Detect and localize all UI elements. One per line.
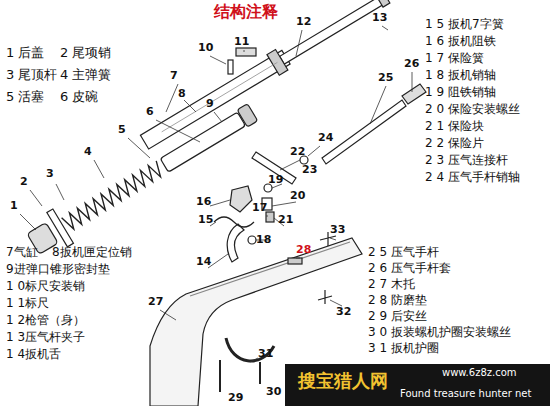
callout-number: 14 xyxy=(196,256,211,269)
part-legend: 5 活塞 xyxy=(6,90,44,105)
watermark: Found treasure hunter net xyxy=(400,388,531,400)
part-legend: 2 0 保险安装螺丝 xyxy=(425,103,520,117)
part-legend: 1 6 扳机阻铁 xyxy=(425,35,496,49)
muzzle xyxy=(376,0,390,7)
barrel xyxy=(280,0,386,64)
callout-number: 21 xyxy=(278,214,293,227)
callout-number: 12 xyxy=(296,16,311,29)
part-legend: 9进弹口锥形密封垫 xyxy=(6,263,110,277)
part-legend: 1 后盖 xyxy=(6,46,44,61)
callout-number: 5 xyxy=(118,124,126,137)
part-legend: 1 0标尺安装销 xyxy=(6,280,85,294)
part-legend: 6 皮碗 xyxy=(60,90,98,105)
trigger-pin xyxy=(248,236,256,244)
part-legend: 2 8 防磨垫 xyxy=(368,294,427,308)
air-cylinder xyxy=(140,50,290,149)
part-legend: 3 0 扳装螺机护圈安装螺丝 xyxy=(368,326,511,340)
guard-screw xyxy=(259,362,261,384)
part-legend: 1 8 扳机销轴 xyxy=(425,69,496,83)
part-legend: 2 4 压气手杆销轴 xyxy=(425,171,520,185)
watermark: www.6z8z.com xyxy=(442,367,517,379)
sear xyxy=(230,186,252,212)
callout-number: 6 xyxy=(146,106,154,119)
trigger-spring xyxy=(214,217,254,227)
callout-number: 3 xyxy=(46,168,54,181)
callout-number: 16 xyxy=(196,196,211,209)
part-legend: 7气缸 xyxy=(6,246,38,260)
part-legend: 1 3压气杆夹子 xyxy=(6,331,85,345)
callout-number: 11 xyxy=(234,36,249,49)
part-legend: 4 主弹簧 xyxy=(60,68,111,83)
sight-pin xyxy=(228,60,233,74)
part-legend: 1 4扳机舌 xyxy=(6,348,61,362)
rear-sight xyxy=(236,48,256,56)
callout-number: 27 xyxy=(148,296,163,309)
callout-number: 1 xyxy=(10,200,18,213)
callout-number: 7 xyxy=(170,70,178,83)
rear-screw xyxy=(219,360,221,392)
callout-number: 31 xyxy=(258,348,273,361)
callout-number: 25 xyxy=(378,72,393,85)
callout-number: 24 xyxy=(318,132,333,145)
main-spring xyxy=(62,161,165,232)
callout-number: 8 xyxy=(178,88,186,101)
callout-number: 33 xyxy=(330,224,345,237)
part-legend: 2 尾项销 xyxy=(60,46,111,61)
callout-number: 20 xyxy=(290,190,305,203)
callout-number: 29 xyxy=(228,392,243,405)
part-legend: 2 2 保险片 xyxy=(425,137,484,151)
diagram-title: 结构注释 xyxy=(214,3,278,21)
callout-number: 9 xyxy=(206,98,214,111)
trigger xyxy=(227,224,244,262)
part-legend: 2 3 压气连接杆 xyxy=(425,154,508,168)
screw xyxy=(318,290,332,304)
part-legend: 2 9 后安丝 xyxy=(368,310,427,324)
piston-cup xyxy=(237,104,258,127)
callout-number: 15 xyxy=(198,214,213,227)
callout-number: 28 xyxy=(296,244,311,257)
part-legend: 2 7 木托 xyxy=(368,278,415,292)
callout-number: 2 xyxy=(20,176,28,189)
callout-number: 4 xyxy=(84,146,92,159)
watermark: 搜宝猎人网 xyxy=(298,371,388,392)
wear-pad xyxy=(288,258,302,264)
callout-number: 10 xyxy=(198,42,213,55)
part-legend: 1 7 保险簧 xyxy=(425,52,484,66)
part-legend: 2 5 压气手杆 xyxy=(368,246,439,260)
cocking-lever xyxy=(322,100,406,164)
callout-number: 17 xyxy=(252,202,267,215)
part-legend: 2 1 保险块 xyxy=(425,120,484,134)
part-legend: 2 6 压气手杆套 xyxy=(368,262,451,276)
leader-lines xyxy=(20,26,412,362)
callout-number: 23 xyxy=(302,164,317,177)
part-legend: 1 5 扳机7字簧 xyxy=(425,18,504,32)
callout-number: 22 xyxy=(290,146,305,159)
callout-number: 18 xyxy=(256,234,271,247)
lever-sleeve xyxy=(402,84,426,104)
callout-number: 30 xyxy=(266,386,281,399)
callout-number: 32 xyxy=(336,306,351,319)
part-legend: 3 尾顶杆 xyxy=(6,68,57,83)
callout-number: 26 xyxy=(404,58,419,71)
part-legend: 1 1标尺 xyxy=(6,297,49,311)
part-legend: 1 9 阻铁销轴 xyxy=(425,86,496,100)
callout-number: 13 xyxy=(372,12,387,25)
part-legend: 3 1 扳机护圈 xyxy=(368,342,439,356)
part-legend: 1 2枪管（身） xyxy=(6,314,85,328)
trigger-guard xyxy=(226,338,274,361)
callout-number: 19 xyxy=(268,174,283,187)
watermark-band xyxy=(285,364,550,406)
part-legend: 8扳机匣定位销 xyxy=(52,246,132,260)
